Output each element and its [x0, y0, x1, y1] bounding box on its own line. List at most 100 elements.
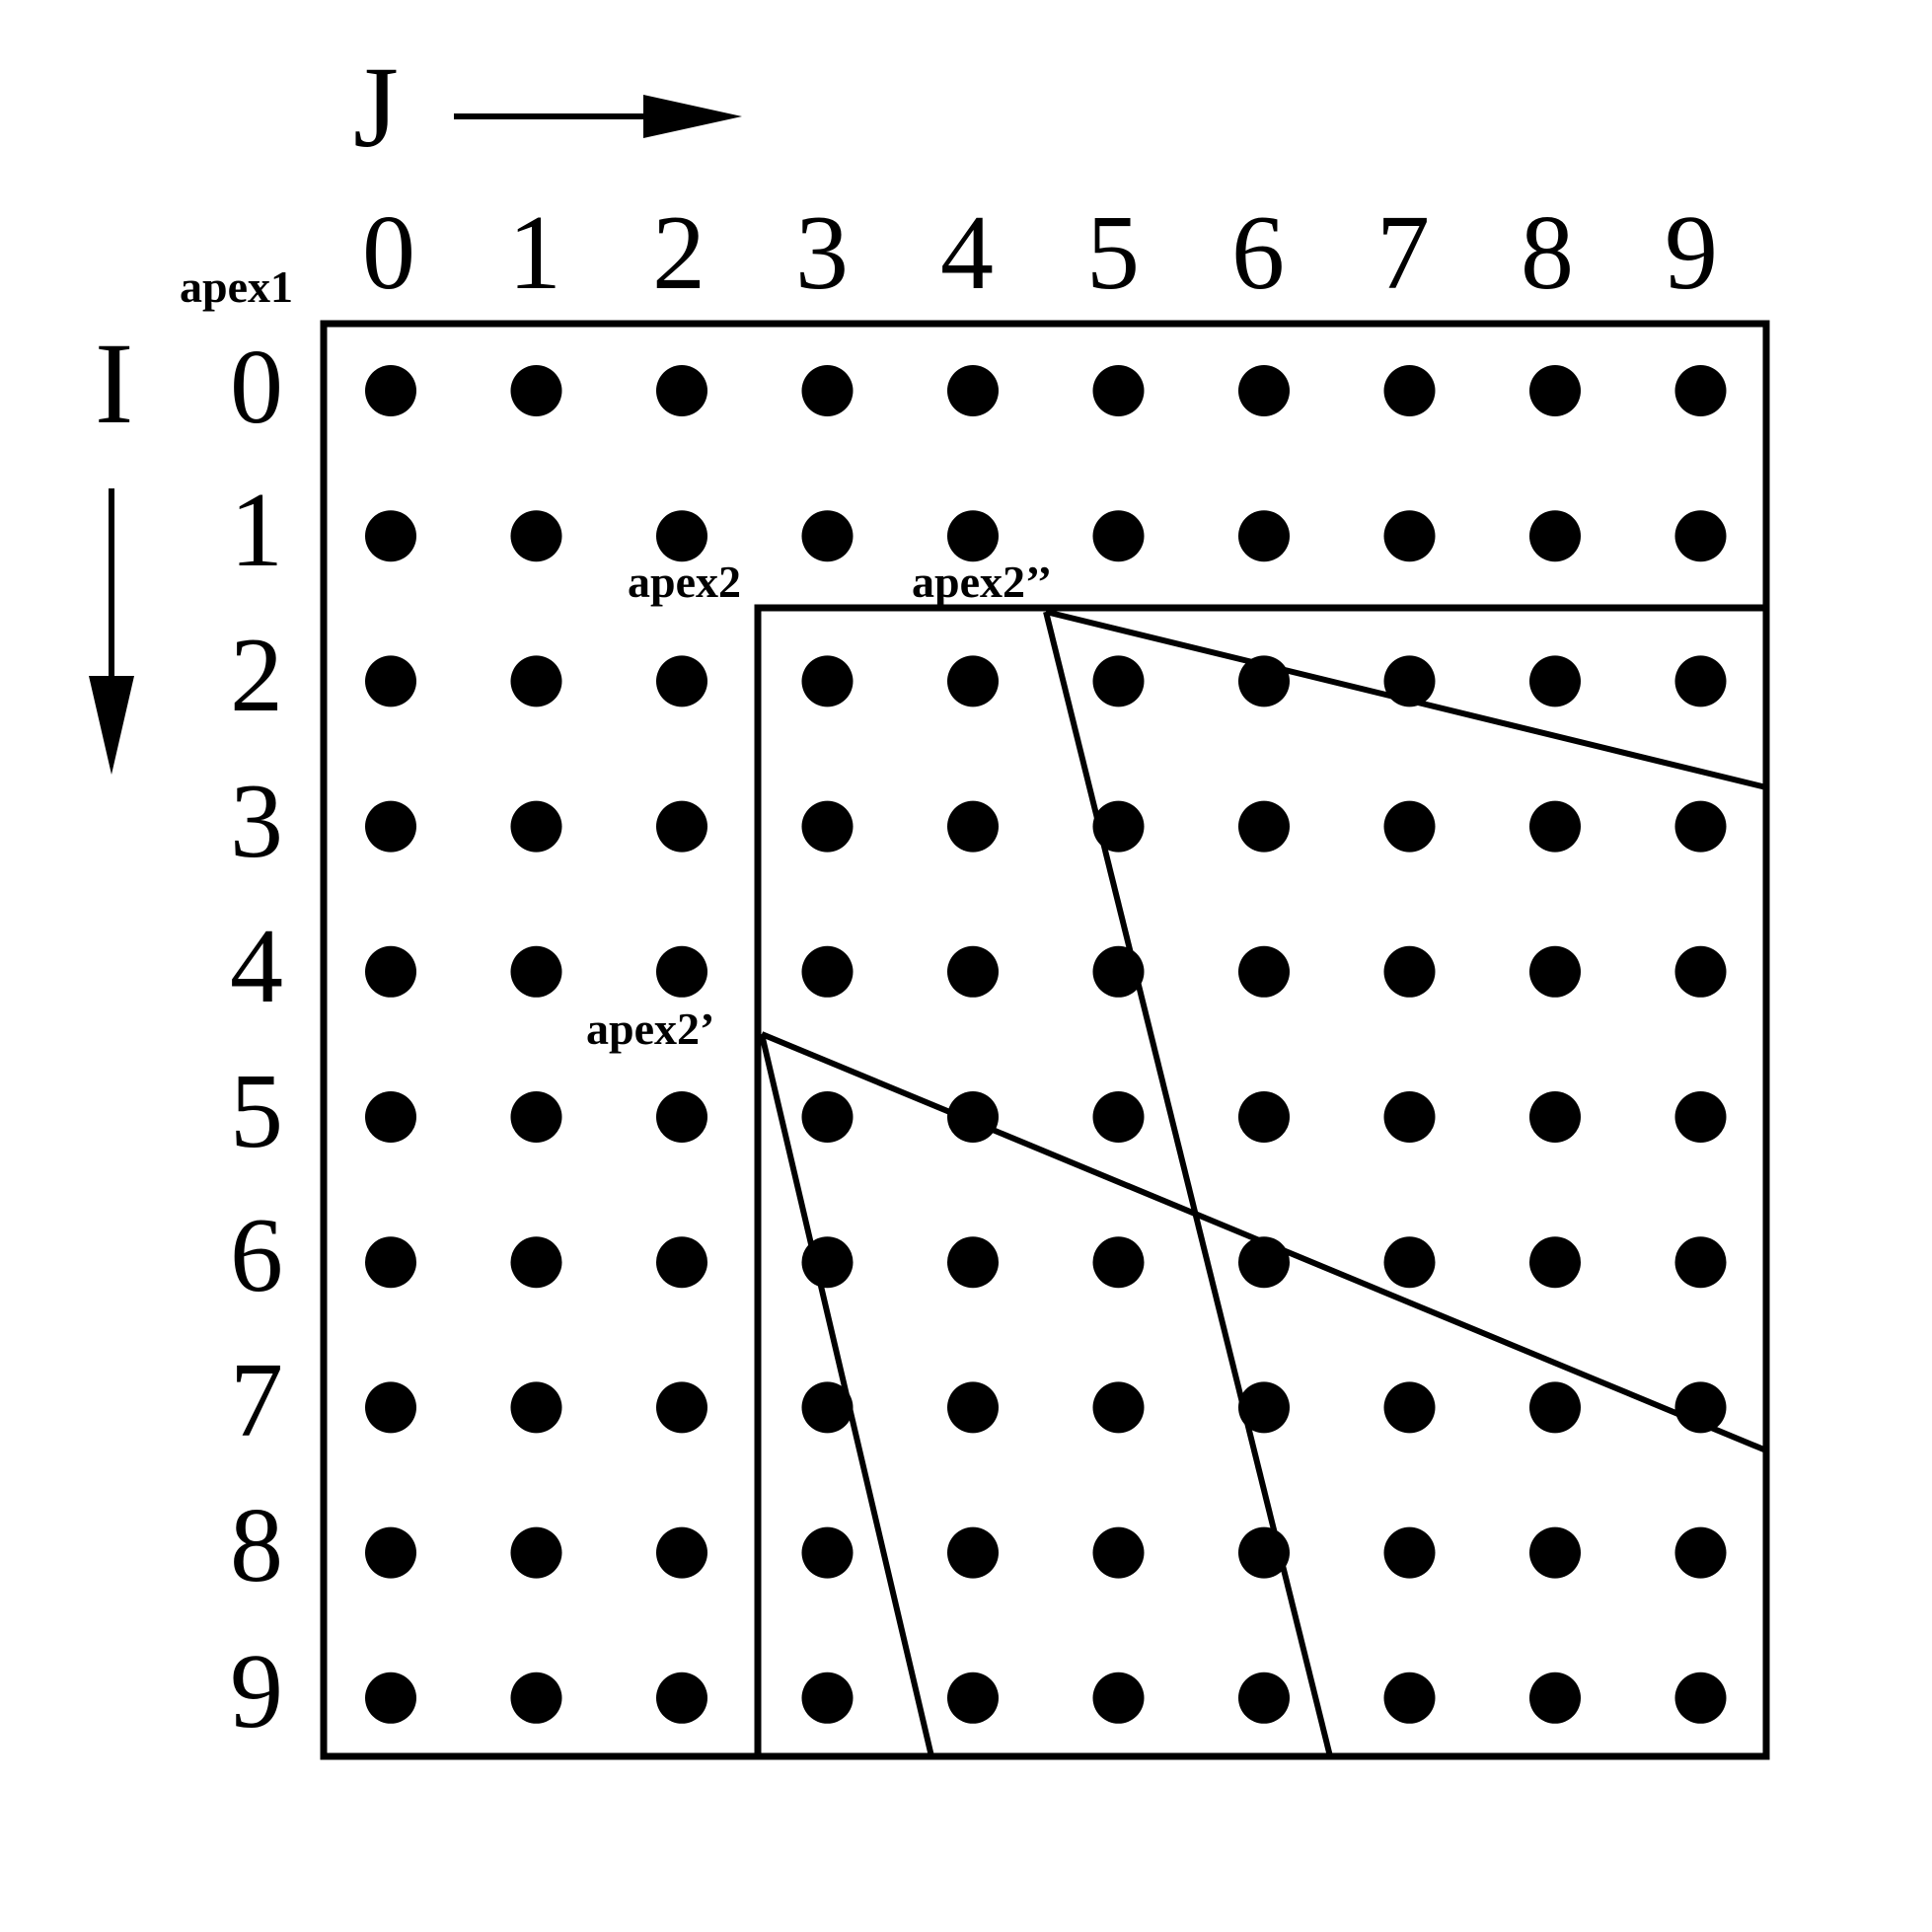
- row-index: 4: [230, 908, 283, 1025]
- grid-point: [1238, 945, 1290, 998]
- row-index: 8: [230, 1487, 283, 1604]
- grid-point: [510, 1236, 562, 1289]
- col-index: 6: [1231, 194, 1285, 312]
- grid-point: [1529, 945, 1581, 998]
- grid-point: [510, 510, 562, 562]
- tile-line-apex2pp-down: [1043, 611, 1333, 1757]
- grid-point: [801, 1091, 854, 1143]
- grid-point: [656, 1672, 707, 1724]
- grid-point: [510, 1091, 562, 1143]
- grid-point: [656, 1236, 707, 1289]
- grid-point: [1238, 510, 1290, 562]
- grid-point: [1529, 1381, 1581, 1434]
- grid-point: [801, 510, 854, 562]
- row-index: 9: [230, 1633, 283, 1750]
- row-index-labels: 0 1 2 3 4 5 6 7 8 9: [230, 329, 283, 1750]
- grid-point: [1383, 1381, 1436, 1434]
- grid-point: [1529, 365, 1581, 416]
- grid-point: [1529, 1091, 1581, 1143]
- grid-point: [365, 655, 416, 707]
- grid-point: [1092, 1091, 1145, 1143]
- col-index: 3: [795, 194, 849, 312]
- col-index: 1: [508, 194, 561, 312]
- grid-point: [656, 1091, 707, 1143]
- grid-point: [947, 655, 999, 707]
- grid-point: [1674, 1236, 1727, 1289]
- grid-point: [365, 1091, 416, 1143]
- grid-point: [801, 800, 854, 853]
- grid-point: [1529, 800, 1581, 853]
- row-index: 2: [230, 617, 283, 734]
- grid-point: [801, 945, 854, 998]
- apex1-label: apex1: [180, 261, 293, 312]
- grid-point: [365, 945, 416, 998]
- grid-point: [1238, 655, 1290, 707]
- col-index: 0: [362, 194, 415, 312]
- column-index-labels: 0 1 2 3 4 5 6 7 8 9: [362, 194, 1718, 312]
- grid-point: [656, 800, 707, 853]
- grid-point: [1674, 365, 1727, 416]
- grid-point: [510, 1526, 562, 1579]
- col-index: 2: [652, 194, 706, 312]
- col-index: 9: [1665, 194, 1718, 312]
- grid-point: [1092, 1672, 1145, 1724]
- grid-point: [510, 1381, 562, 1434]
- grid-point: [1674, 1672, 1727, 1724]
- col-index: 8: [1521, 194, 1574, 312]
- grid-point: [1238, 365, 1290, 416]
- grid-point: [365, 1236, 416, 1289]
- grid-point: [1238, 1672, 1290, 1724]
- grid-point: [1529, 1672, 1581, 1724]
- grid-point: [1383, 365, 1436, 416]
- grid-point: [1092, 510, 1145, 562]
- grid-point: [947, 800, 999, 853]
- j-axis-label: J: [353, 42, 399, 172]
- grid-point: [1383, 945, 1436, 998]
- grid-point: [1674, 1381, 1727, 1434]
- grid-point: [1529, 1526, 1581, 1579]
- row-index: 5: [230, 1053, 283, 1170]
- grid-point: [1529, 1236, 1581, 1289]
- grid-point: [1238, 1091, 1290, 1143]
- grid-point: [1092, 945, 1145, 998]
- grid-point: [365, 800, 416, 853]
- grid-point: [1092, 1381, 1145, 1434]
- grid-point: [1383, 1526, 1436, 1579]
- grid-point: [1674, 510, 1727, 562]
- grid-point: [947, 510, 999, 562]
- i-axis-label: I: [95, 319, 133, 448]
- iteration-point-grid: [365, 365, 1727, 1724]
- grid-point: [1674, 800, 1727, 853]
- grid-point: [510, 945, 562, 998]
- grid-point: [1529, 510, 1581, 562]
- grid-point: [947, 1381, 999, 1434]
- row-index: 6: [230, 1197, 283, 1314]
- grid-point: [1092, 800, 1145, 853]
- grid-point: [656, 1381, 707, 1434]
- grid-point: [1383, 1236, 1436, 1289]
- grid-point: [1238, 1236, 1290, 1289]
- col-index: 4: [940, 194, 994, 312]
- grid-point: [365, 1381, 416, 1434]
- row-index: 7: [230, 1342, 283, 1459]
- j-axis-arrow-icon: [454, 95, 742, 138]
- grid-point: [947, 1526, 999, 1579]
- grid-point: [947, 365, 999, 416]
- grid-point: [656, 655, 707, 707]
- row-index: 3: [230, 763, 283, 880]
- grid-point: [1674, 945, 1727, 998]
- grid-point: [947, 1236, 999, 1289]
- grid-point: [1383, 510, 1436, 562]
- grid-point: [365, 365, 416, 416]
- grid-point: [656, 1526, 707, 1579]
- grid-point: [1529, 655, 1581, 707]
- grid-point: [656, 945, 707, 998]
- apex2-double-prime-label: apex2’’: [912, 557, 1052, 607]
- grid-point: [1238, 800, 1290, 853]
- apex2-prime-label: apex2’: [586, 1003, 714, 1054]
- row-index: 0: [230, 329, 283, 446]
- i-axis-arrow-icon: [89, 488, 134, 775]
- grid-point: [1092, 1526, 1145, 1579]
- grid-point: [510, 800, 562, 853]
